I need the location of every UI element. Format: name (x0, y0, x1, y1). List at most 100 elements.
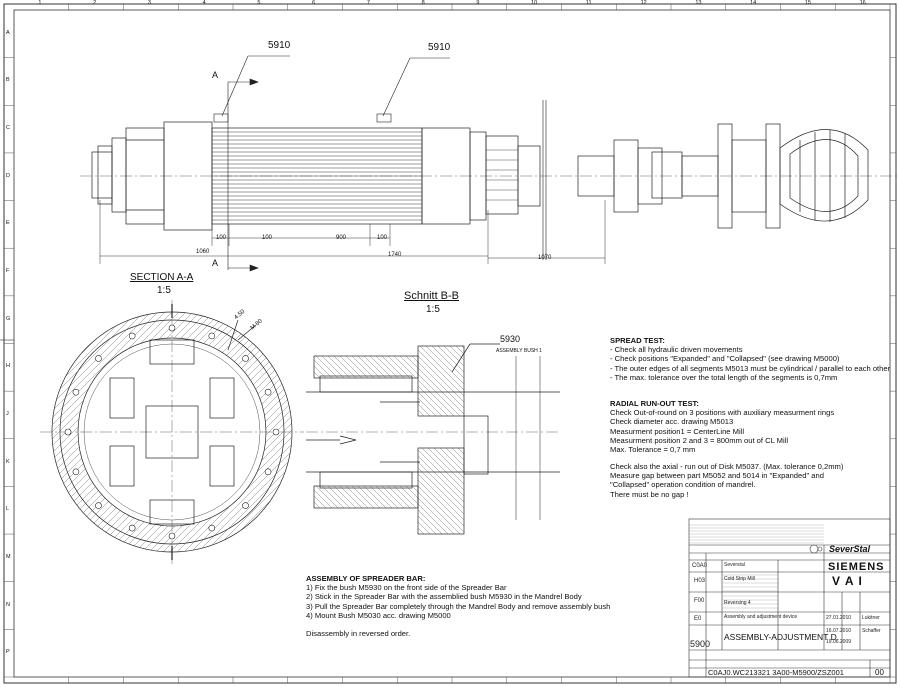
brand-vai: V A I (832, 574, 863, 588)
border-number: 1 (38, 0, 42, 6)
spread-test-line: - Check all hydraulic driven movements (610, 345, 743, 355)
schnitt-bb-scale: 1:5 (426, 304, 440, 315)
axial-runout-notes: Check also the axial - run out of Disk M… (610, 462, 843, 499)
border-letter: G (6, 315, 11, 322)
dim-1070: 1070 (538, 255, 552, 261)
balloon-5930: 5930 (500, 334, 521, 344)
border-number: 5 (257, 0, 261, 6)
spread-test-line: - The outer edges of all segments M5013 … (610, 363, 891, 373)
border-number: 11 (585, 0, 592, 6)
tb-name-2: Schaffer (862, 628, 881, 634)
tb-row-label-2: Cold Strip Mill (724, 576, 755, 582)
dimensions (99, 200, 606, 264)
border-number: 15 (804, 0, 811, 6)
section-aa-title: SECTION A-A (130, 272, 194, 283)
border-letter: J (6, 410, 9, 417)
assembly-line: 2) Stick in the Spreader Bar with the as… (306, 592, 582, 602)
border-number: 14 (750, 0, 757, 6)
border-letter: F (6, 268, 10, 275)
mandrel-side-view (80, 100, 900, 260)
section-marker-top: A (212, 70, 219, 80)
border-letter: P (6, 649, 10, 656)
border-letter: M (6, 553, 11, 560)
code-e0: E0 (694, 616, 702, 622)
border-number: 16 (859, 0, 866, 6)
section-aa-scale: 1:5 (157, 285, 171, 296)
top-leaders (213, 55, 450, 272)
border-number: 13 (695, 0, 702, 6)
tb-date-3: 19.06.2009 (826, 639, 852, 645)
border-letter: E (6, 220, 10, 227)
schnitt-bb-title: Schnitt B-B (404, 290, 460, 302)
title-block-frame (688, 518, 891, 678)
brand-siemens: SIEMENS (828, 561, 885, 573)
balloon-5910-right: 5910 (428, 42, 451, 53)
radial-runout-line: Check diameter acc. drawing M5013 (610, 417, 734, 427)
part-number: 5900 (690, 639, 711, 649)
radial-runout-line: Max. Tolerance = 0,7 mm (610, 445, 696, 455)
border-number: 12 (640, 0, 647, 6)
dim-1060: 1060 (196, 249, 210, 255)
section-aa-view (40, 300, 304, 564)
border-number: 9 (476, 0, 480, 6)
border-number: 4 (202, 0, 206, 6)
code-c0a0: C0A0 (692, 563, 708, 569)
axial-runout-line: "Collapsed" operation condition of mandr… (610, 480, 756, 490)
assembly-line: 1) Fix the bush M5930 on the front side … (306, 583, 507, 593)
radial-runout-heading: RADIAL RUN-OUT TEST: (610, 399, 699, 408)
dim-1740: 1740 (388, 252, 402, 258)
border-number: 7 (366, 0, 370, 6)
tb-row-label-3: Severstal (724, 562, 745, 568)
dim-100-c: 100 (377, 235, 388, 241)
assembly-line: 3) Pull the Spreader Bar completely thro… (306, 601, 611, 611)
border-letter: L (6, 506, 10, 513)
border-letter: H (6, 363, 10, 370)
assembly-heading: ASSEMBLY OF SPREADER BAR: (306, 574, 426, 583)
drawing-number: C0AJ0.WC213321 3A00-M5900/ZSZ001 (708, 668, 844, 677)
border-number: 8 (421, 0, 425, 6)
border-letter: C (6, 125, 10, 132)
section-bb-view (306, 343, 560, 535)
tb-date-1: 27.01.2010 (826, 615, 852, 621)
balloon-5910-left: 5910 (268, 40, 291, 51)
dim-100-a: 100 (216, 235, 227, 241)
border-letter: D (6, 172, 10, 179)
assembly-bush-note: ASSEMBLY BUSH 1 (496, 348, 542, 354)
spread-test-line: - Check positions "Expanded" and "Collap… (610, 354, 840, 364)
spread-test-heading: SPREAD TEST: (610, 336, 665, 345)
border-number: 3 (147, 0, 151, 6)
border-letter: N (6, 601, 10, 608)
axial-runout-line: There must be no gap ! (610, 489, 689, 499)
tb-row-label-4: Reversing 4 (724, 600, 751, 606)
assembly-footer: Disassembly in reversed order. (306, 629, 411, 639)
assembly-title: ASSEMBLY-ADJUSTMENT D. (724, 632, 840, 642)
radial-runout-line: Check Out-of-round on 3 positions with a… (610, 408, 835, 418)
assembly-notes: ASSEMBLY OF SPREADER BAR: 1) Fix the bus… (306, 574, 610, 638)
radial-runout-notes: RADIAL RUN-OUT TEST: Check Out-of-round … (610, 399, 834, 454)
border-letter: K (6, 458, 10, 465)
code-h03: H03 (694, 578, 706, 584)
brand-severstal: SeverStal (829, 544, 871, 554)
spread-test-notes: SPREAD TEST: - Check all hydraulic drive… (610, 336, 890, 382)
axial-runout-line: Check also the axial - run out of Disk M… (610, 462, 844, 471)
radial-runout-line: Measurment position 2 and 3 = 800mm out … (610, 435, 789, 445)
section-marker-bottom: A (212, 258, 219, 268)
assembly-line: 4) Mount Bush M5030 acc. drawing M5000 (306, 610, 451, 620)
dim-900: 900 (336, 235, 347, 241)
sheet-number: 00 (875, 668, 884, 677)
dim-100-b: 100 (262, 235, 273, 241)
tb-date-2: 16.07.2010 (826, 628, 852, 634)
radial-runout-line: Measurment position1 = CenterLine Mill (610, 426, 745, 436)
border-letter: A (6, 29, 10, 36)
border-number: 2 (93, 0, 97, 6)
border-letter: B (6, 77, 10, 84)
tb-name-1: Lukitner (862, 615, 880, 621)
tb-row-label-1: Assembly and adjustment device (724, 614, 798, 620)
border-number: 6 (312, 0, 316, 6)
axial-runout-line: Measure gap between part M5052 and 5014 … (610, 471, 824, 481)
spread-test-line: - The max. tolerance over the total leng… (610, 372, 838, 382)
code-f00: F00 (694, 598, 705, 604)
border-number: 10 (531, 0, 538, 6)
